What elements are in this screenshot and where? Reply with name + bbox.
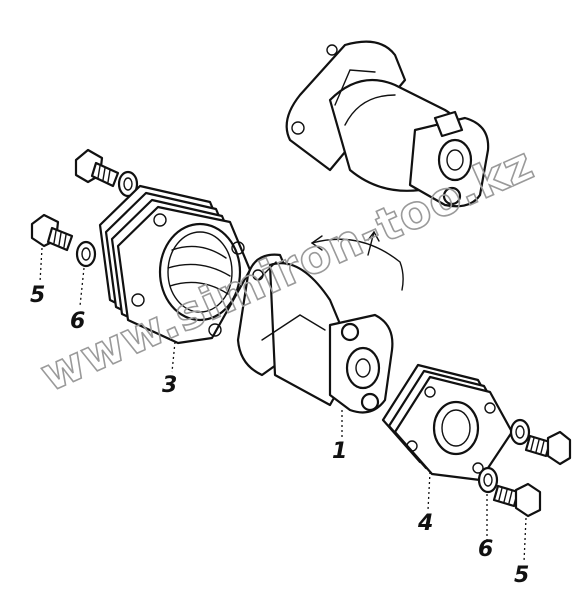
- callout-gasket-left: 3: [162, 373, 177, 398]
- leader-bolt-left: [39, 247, 43, 283]
- gasket-stack-right: [381, 363, 514, 482]
- assembled-bracket-view: [285, 40, 490, 208]
- bolt-right-lower: [492, 482, 542, 518]
- gasket-stack-left: [98, 184, 252, 345]
- callout-bracket: 1: [332, 439, 347, 464]
- washer-left-lower: [75, 240, 97, 268]
- bolt-left-upper: [74, 148, 120, 188]
- callout-bolt-left: 5: [30, 283, 45, 308]
- washer-left-upper: [117, 170, 139, 198]
- assembly-arrow: [310, 230, 404, 291]
- bracket-main: [236, 253, 394, 414]
- callout-bolt-right: 5: [514, 563, 529, 588]
- washer-right-upper: [509, 418, 531, 446]
- leader-bolt-right: [523, 517, 527, 563]
- callout-washer-left: 6: [70, 309, 85, 334]
- leader-washer-left: [79, 267, 85, 307]
- bolt-right-upper: [524, 430, 572, 466]
- leader-gasket-left: [171, 341, 176, 373]
- callout-gasket-right: 4: [417, 511, 433, 536]
- washer-right-lower: [477, 466, 499, 494]
- leader-gasket-right: [427, 471, 431, 511]
- bolt-left-lower: [30, 213, 74, 252]
- callout-washer-right: 6: [478, 537, 493, 562]
